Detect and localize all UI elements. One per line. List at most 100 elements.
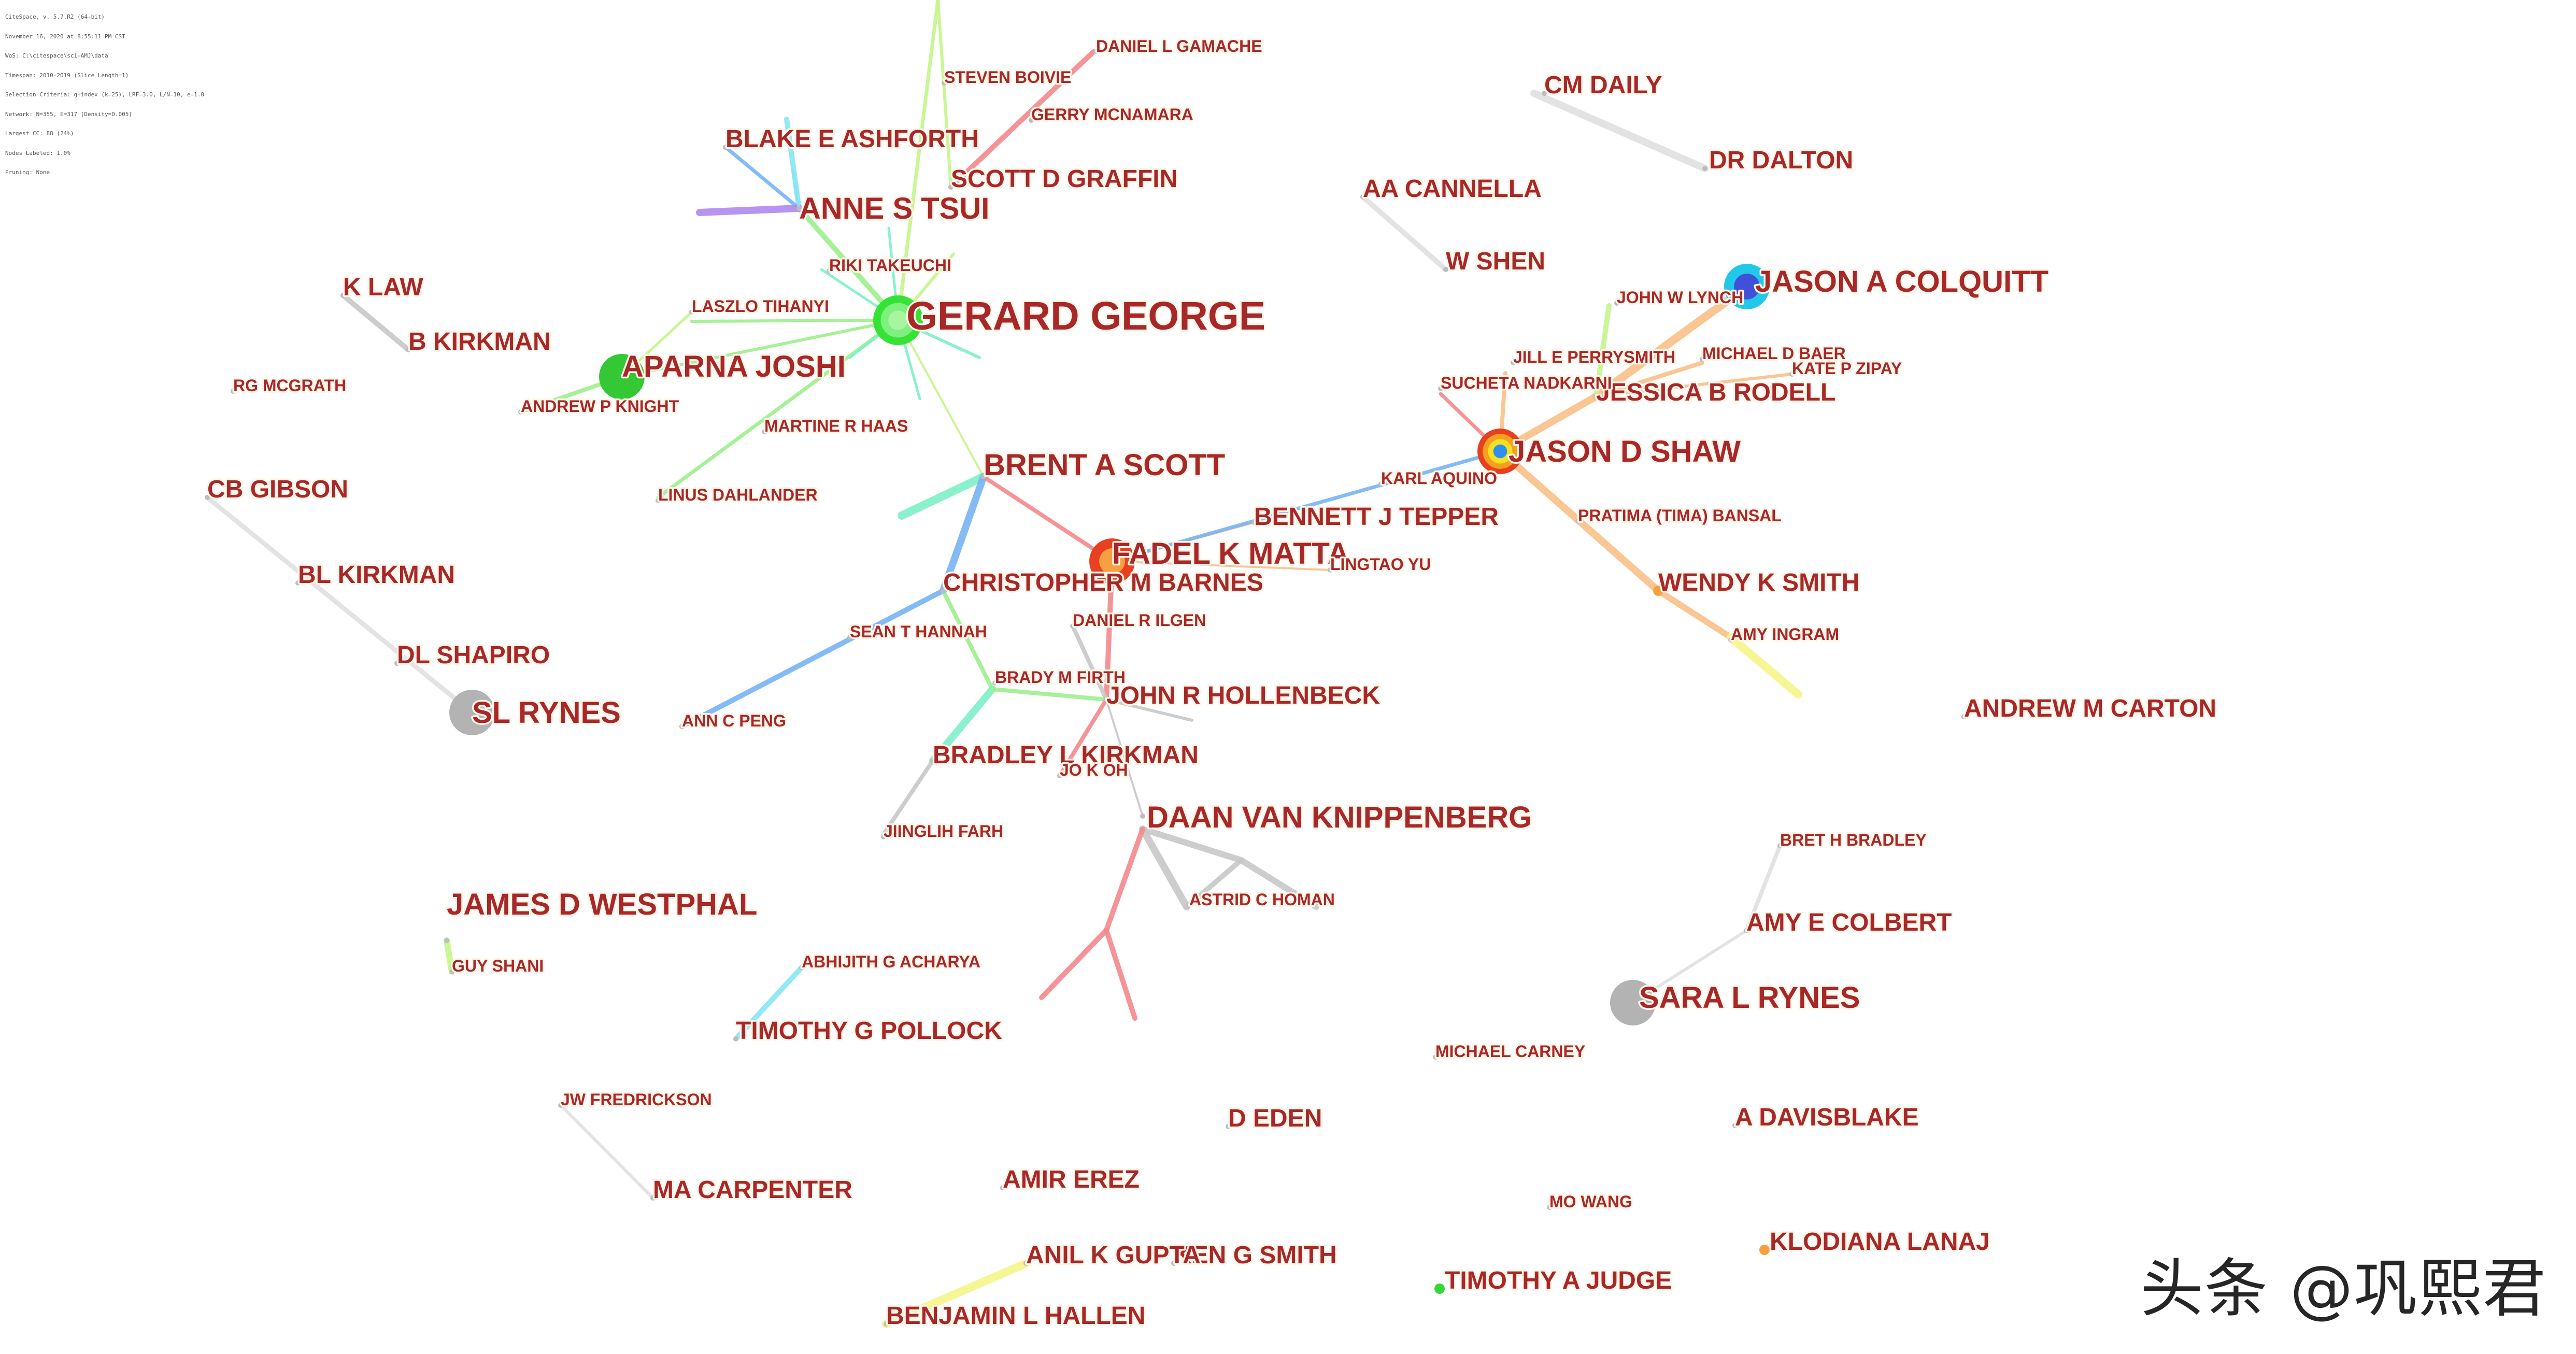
node-daan-van-knippenberg[interactable]: [1140, 814, 1145, 819]
node-w-shen[interactable]: [1443, 267, 1448, 272]
node-ann-c-peng[interactable]: [679, 724, 685, 729]
node-cb-gibson[interactable]: [205, 495, 210, 500]
author-label[interactable]: GERRY MCNAMARA: [1030, 104, 1196, 126]
author-label[interactable]: DR DALTON: [1707, 145, 1855, 176]
author-label[interactable]: MICHAEL D BAER: [1701, 343, 1848, 365]
node-gerard-george[interactable]: [873, 295, 923, 345]
author-label[interactable]: K LAW: [341, 272, 425, 303]
node-jason-d-shaw[interactable]: [1477, 429, 1523, 474]
author-label[interactable]: BLAKE E ASHFORTH: [724, 124, 981, 155]
author-label[interactable]: AMY INGRAM: [1729, 623, 1841, 646]
author-label[interactable]: APARNA JOSHI: [620, 348, 848, 386]
node-d-eden[interactable]: [1226, 1124, 1231, 1129]
node-bret-h-bradley[interactable]: [1777, 843, 1783, 848]
author-label[interactable]: MICHAEL CARNEY: [1434, 1041, 1587, 1063]
node-blake-e-ashforth[interactable]: [723, 145, 728, 150]
node-bennett-j-tepper[interactable]: [1251, 520, 1257, 525]
author-label[interactable]: BRENT A SCOTT: [982, 447, 1227, 484]
node-mo-wang[interactable]: [1547, 1205, 1552, 1210]
node-sara-l-rynes[interactable]: [1610, 980, 1656, 1025]
node-benjamin-l-hallen[interactable]: [884, 1321, 889, 1327]
author-label[interactable]: CM DAILY: [1543, 70, 1664, 101]
author-label[interactable]: AMIR EREZ: [1001, 1164, 1142, 1195]
node-scott-d-graffin[interactable]: [948, 184, 953, 190]
author-label[interactable]: D EDEN: [1227, 1103, 1324, 1134]
node-amy-e-colbert[interactable]: [1744, 928, 1749, 933]
node-james-d-westphal[interactable]: [444, 938, 449, 943]
author-label[interactable]: TIMOTHY A JUDGE: [1443, 1265, 1674, 1296]
node-guy-shani[interactable]: [449, 969, 454, 974]
author-label[interactable]: TIMOTHY G POLLOCK: [734, 1016, 1004, 1047]
node-timothy-g-pollock[interactable]: [733, 1036, 738, 1042]
node-b-kirkman[interactable]: [406, 347, 411, 352]
author-label[interactable]: ANNE S TSUI: [798, 190, 991, 227]
node-ma-carpenter[interactable]: [650, 1195, 656, 1201]
author-label[interactable]: SEAN T HANNAH: [848, 621, 989, 643]
node-jo-k-oh[interactable]: [1057, 773, 1062, 778]
node-andrew-m-carton[interactable]: [1961, 714, 1967, 719]
author-label[interactable]: DANIEL L GAMACHE: [1094, 35, 1264, 58]
author-label[interactable]: RG MCGRATH: [232, 375, 348, 397]
author-label[interactable]: RIKI TAKEUCHI: [828, 254, 953, 277]
author-label[interactable]: SUCHETA NADKARNI: [1439, 372, 1614, 394]
author-label[interactable]: LASZLO TIHANYI: [690, 295, 831, 318]
author-label[interactable]: JOHN R HOLLENBECK: [1105, 680, 1382, 711]
node-steven-boivie[interactable]: [942, 80, 947, 85]
node-laszlo-tihanyi[interactable]: [689, 309, 694, 315]
node-astrid-c-homan[interactable]: [1187, 903, 1192, 908]
author-label[interactable]: MARTINE R HAAS: [763, 415, 910, 437]
node-bradley-l-kirkman[interactable]: [930, 758, 935, 763]
node-john-r-hollenbeck[interactable]: [1104, 697, 1109, 702]
author-label[interactable]: JOHN W LYNCH: [1615, 287, 1745, 309]
node-riki-takeuchi[interactable]: [827, 268, 832, 274]
author-label[interactable]: STEVEN BOIVIE: [943, 66, 1073, 89]
author-label[interactable]: DANIEL R ILGEN: [1071, 609, 1208, 632]
node-andrew-p-knight[interactable]: [518, 409, 523, 415]
author-label[interactable]: SARA L RYNES: [1638, 979, 1862, 1017]
node-christopher-m-barnes[interactable]: [941, 588, 946, 593]
author-label[interactable]: B KIRKMAN: [407, 326, 553, 358]
author-label[interactable]: JIINGLIH FARH: [882, 820, 1005, 843]
node-dl-shapiro[interactable]: [394, 661, 400, 666]
author-label[interactable]: DAAN VAN KNIPPENBERG: [1145, 799, 1534, 836]
author-label[interactable]: KEN G SMITH: [1172, 1240, 1339, 1271]
node-karl-aquino[interactable]: [1378, 481, 1384, 487]
author-label[interactable]: LINGTAO YU: [1329, 553, 1433, 576]
node-aparna-joshi[interactable]: [599, 354, 645, 400]
author-label[interactable]: AA CANNELLA: [1361, 174, 1544, 205]
node-dr-dalton[interactable]: [1702, 166, 1707, 171]
node-jw-fredrickson[interactable]: [558, 1103, 563, 1108]
author-label[interactable]: JESSICA B RODELL: [1595, 377, 1838, 408]
node-brady-m-firth[interactable]: [992, 680, 998, 686]
node-bl-kirkman[interactable]: [295, 580, 301, 586]
author-label[interactable]: JASON D SHAW: [1507, 433, 1743, 471]
author-label[interactable]: ANIL K GUPTA: [1024, 1240, 1203, 1271]
node-k-law[interactable]: [340, 293, 346, 298]
author-label[interactable]: CHRISTOPHER M BARNES: [942, 567, 1265, 598]
author-label[interactable]: BL KIRKMAN: [296, 560, 457, 591]
author-label[interactable]: FADEL K MATTA: [1111, 535, 1351, 573]
author-label[interactable]: JO K OH: [1058, 759, 1130, 781]
node-jason-a-colquitt[interactable]: [1724, 264, 1770, 309]
author-label[interactable]: ABHIJITH G ACHARYA: [800, 951, 983, 973]
node-sl-rynes[interactable]: [449, 690, 495, 735]
node-sucheta-nadkarni[interactable]: [1438, 386, 1443, 391]
node-daniel-l-gamache[interactable]: [1093, 49, 1099, 54]
node-michael-d-baer[interactable]: [1700, 357, 1705, 362]
author-label[interactable]: MO WANG: [1548, 1191, 1634, 1213]
node-john-w-lynch[interactable]: [1614, 301, 1619, 306]
node-aa-cannella[interactable]: [1360, 194, 1365, 199]
author-label[interactable]: GERARD GEORGE: [905, 292, 1268, 340]
node-timothy-a-judge[interactable]: [1434, 1284, 1445, 1294]
node-cm-daily[interactable]: [1542, 91, 1547, 96]
node-amir-erez[interactable]: [1000, 1185, 1005, 1190]
author-label[interactable]: BENNETT J TEPPER: [1253, 502, 1501, 533]
author-label[interactable]: AMY E COLBERT: [1745, 907, 1954, 938]
node-sean-t-hannah[interactable]: [847, 635, 852, 640]
node-fadel-k-matta[interactable]: [1089, 538, 1135, 584]
author-label[interactable]: BRET H BRADLEY: [1778, 829, 1929, 851]
node-a-davisblake[interactable]: [1732, 1123, 1738, 1128]
author-label[interactable]: SL RYNES: [471, 694, 623, 732]
author-label[interactable]: SCOTT D GRAFFIN: [949, 164, 1179, 195]
